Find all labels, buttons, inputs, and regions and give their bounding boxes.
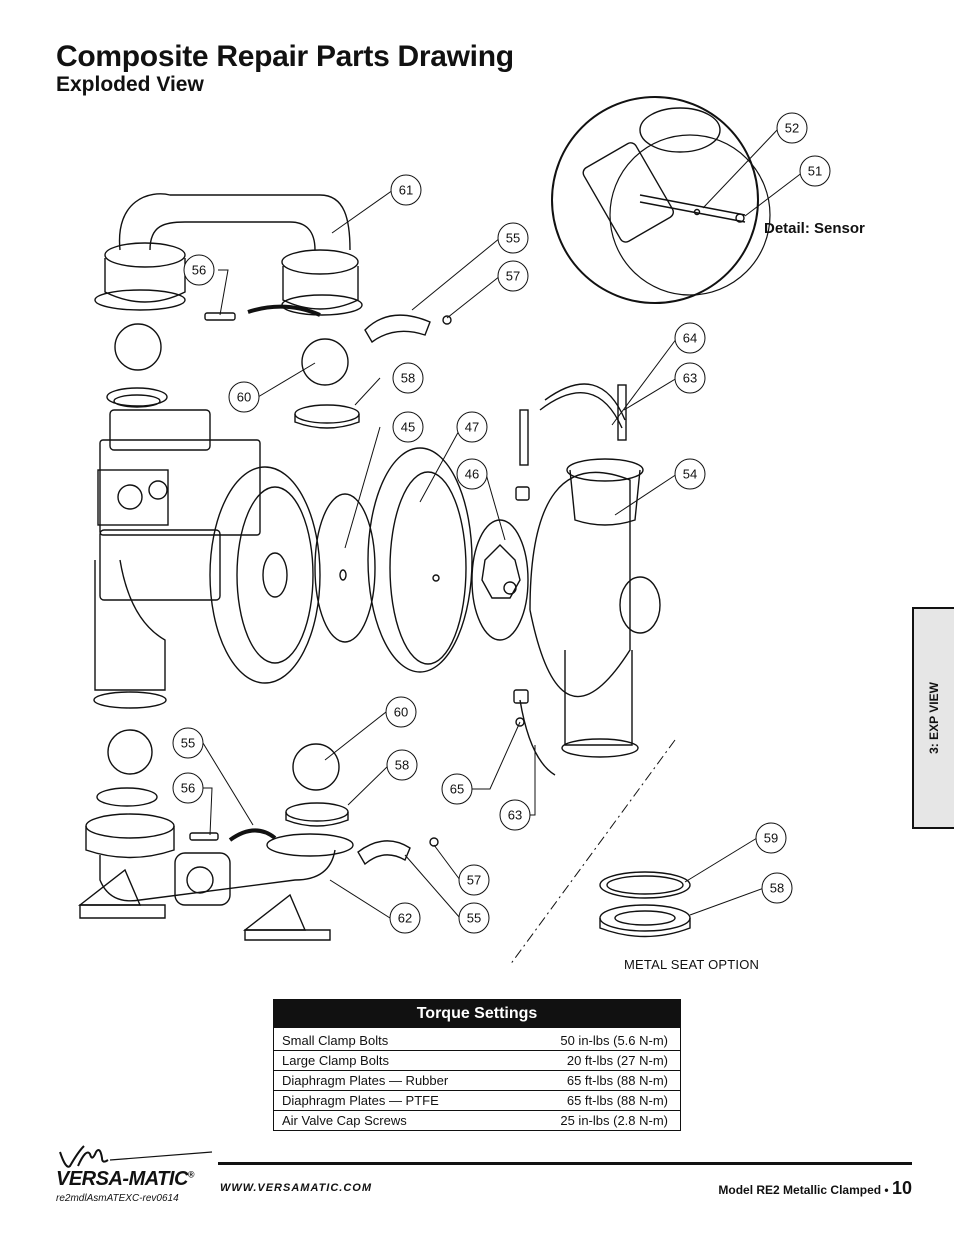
- brand-text: VERSA-MATIC: [56, 1168, 188, 1190]
- callout-number: 56: [192, 263, 206, 278]
- callout-circle: [172, 727, 204, 759]
- torque-value: 65 ft-lbs (88 N-m): [512, 1090, 680, 1111]
- page-subtitle: Exploded View: [56, 73, 204, 96]
- leader-lines: [202, 127, 804, 919]
- versa-matic-logo-icon: [59, 1145, 213, 1168]
- callout-circle: [441, 773, 473, 805]
- callout-circle: [674, 322, 706, 354]
- callout-number: 55: [467, 911, 481, 926]
- callout-circle: [183, 254, 215, 286]
- torque-item: Diaphragm Plates — Rubber: [274, 1070, 513, 1091]
- callout-circle: [386, 749, 418, 781]
- metal-seat-option-label: METAL SEAT OPTION: [624, 957, 760, 972]
- inlet-manifold-illustration: [77, 729, 439, 941]
- callout-number: 45: [401, 420, 415, 435]
- page-number: 10: [891, 1178, 912, 1198]
- callout-circle: [172, 772, 204, 804]
- brand-name: VERSA-MATIC®: [56, 1168, 195, 1191]
- table-row: Large Clamp Bolts 20 ft-lbs (27 N-m): [274, 1050, 680, 1071]
- callout-number: 56: [181, 781, 195, 796]
- torque-item: Large Clamp Bolts: [274, 1050, 513, 1071]
- callout-number: 54: [683, 467, 697, 482]
- torque-settings-table: Torque Settings Small Clamp Bolts 50 in-…: [273, 999, 681, 1131]
- footer-divider: [218, 1162, 912, 1165]
- upper-valve-parts-illustration: [106, 323, 360, 429]
- callout-number: 65: [450, 782, 464, 797]
- model-name: Model RE2 Metallic Clamped •: [718, 1183, 889, 1197]
- callout-number: 57: [467, 873, 481, 888]
- discharge-manifold-illustration: [94, 193, 452, 344]
- diaphragm-stack-illustration: [209, 447, 529, 684]
- callout-number: 55: [506, 231, 520, 246]
- callout-circle: [390, 174, 422, 206]
- callout-number: 58: [770, 881, 784, 896]
- torque-value: 50 in-lbs (5.6 N-m): [512, 1031, 680, 1051]
- torque-value: 25 in-lbs (2.8 N-m): [560, 1113, 668, 1128]
- document-id: re2mdlAsmATEXC-rev0614: [56, 1193, 179, 1204]
- table-row: Diaphragm Plates — Rubber 65 ft-lbs (88 …: [274, 1070, 680, 1091]
- section-tab-label: 3: EXP VIEW: [927, 682, 941, 754]
- callout-circle: [499, 799, 531, 831]
- callout-number: 63: [508, 808, 522, 823]
- callout-number: 51: [808, 164, 822, 179]
- table-row: Diaphragm Plates — PTFE 65 ft-lbs (88 N-…: [274, 1090, 680, 1111]
- callout-number: 52: [785, 121, 799, 136]
- metal-seat-illustration: [599, 871, 691, 938]
- callout-circle: [674, 458, 706, 490]
- torque-value: 20 ft-lbs (27 N-m): [512, 1050, 680, 1071]
- callout-circle: [776, 112, 808, 144]
- callout-number: 61: [399, 183, 413, 198]
- model-page-info: Model RE2 Metallic Clamped • 10: [718, 1178, 912, 1199]
- detail-sensor-label: Detail: Sensor: [764, 220, 865, 237]
- callout-circle: [799, 155, 831, 187]
- table-row: Air Valve Cap Screws 25 in-lbs (2.8 N-m): [274, 1111, 680, 1131]
- sensor-detail-illustration: [551, 96, 771, 304]
- section-tab[interactable]: 3: EXP VIEW: [912, 607, 954, 829]
- center-section-illustration: [93, 409, 261, 709]
- page-title: Composite Repair Parts Drawing: [56, 40, 514, 73]
- callout-number: 57: [506, 269, 520, 284]
- callout-number: 55: [181, 736, 195, 751]
- website-link[interactable]: WWW.VERSAMATIC.COM: [220, 1182, 373, 1194]
- callout-number: 64: [683, 331, 697, 346]
- table-row: Small Clamp Bolts 50 in-lbs (5.6 N-m): [274, 1031, 680, 1051]
- callout-circle: [392, 411, 424, 443]
- callout-number: 46: [465, 467, 479, 482]
- callout-circle: [456, 458, 488, 490]
- callout-circle: [674, 362, 706, 394]
- torque-value: 65 ft-lbs (88 N-m): [512, 1070, 680, 1091]
- callout-circle: [755, 822, 787, 854]
- outer-chamber-illustration: [513, 383, 661, 776]
- torque-settings-rows: Small Clamp Bolts 50 in-lbs (5.6 N-m) La…: [274, 1031, 680, 1130]
- callout-number: 58: [395, 758, 409, 773]
- callout-circle: [497, 222, 529, 254]
- callout-number: 60: [394, 705, 408, 720]
- callout-number: 47: [465, 420, 479, 435]
- callout-circle: [458, 864, 490, 896]
- torque-item: Air Valve Cap Screws: [282, 1113, 407, 1128]
- torque-item: Diaphragm Plates — PTFE: [274, 1090, 513, 1111]
- callout-circle: [389, 902, 421, 934]
- callout-number: 58: [401, 371, 415, 386]
- torque-settings-heading: Torque Settings: [274, 1000, 680, 1028]
- callout-circle: [385, 696, 417, 728]
- registered-mark: ®: [187, 1169, 195, 1180]
- callout-number: 63: [683, 371, 697, 386]
- exploded-view-drawing: 52 51 61 55 57 56 58 60 64 63 45 47 46 54 60 58 55 56 65 63…: [77, 96, 831, 966]
- callout-circle: [497, 260, 529, 292]
- callout-circle: [456, 411, 488, 443]
- callout-number: 62: [398, 911, 412, 926]
- callout-number: 59: [764, 831, 778, 846]
- torque-item: Small Clamp Bolts: [274, 1031, 513, 1051]
- callout-circle: [761, 872, 793, 904]
- callout-circle: [228, 381, 260, 413]
- callout-circle: [392, 362, 424, 394]
- callout-number: 60: [237, 390, 251, 405]
- callout-circle: [458, 902, 490, 934]
